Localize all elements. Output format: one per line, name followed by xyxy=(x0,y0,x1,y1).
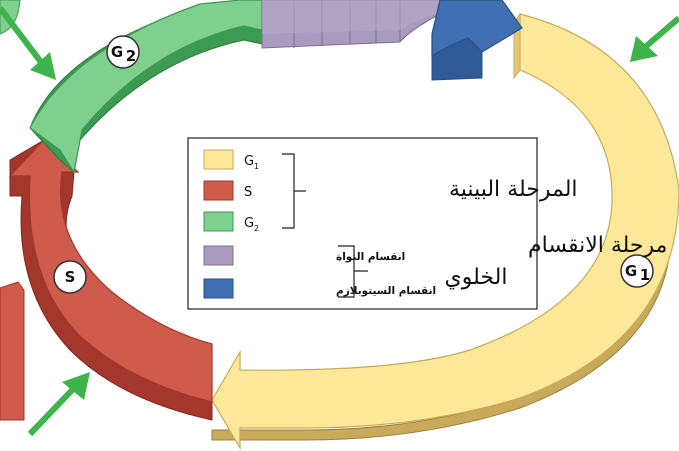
interphase-title: المرحلة البينية xyxy=(449,177,578,202)
svg-text:2: 2 xyxy=(126,47,136,65)
cell-division-title-line2: الخلوي xyxy=(445,265,508,290)
svg-text:G: G xyxy=(625,262,637,280)
cell-division-title-line1: مرحلة الانقسام xyxy=(528,233,667,258)
badge-s: S xyxy=(53,260,87,294)
legend: G 1 S G 2 المرحلة البينية انقسام النواة … xyxy=(187,137,667,310)
svg-text:1: 1 xyxy=(254,162,259,171)
g2-segment xyxy=(29,0,263,174)
legend-swatch-mitosis xyxy=(203,245,234,266)
arrow-bottom-left xyxy=(27,372,90,437)
legend-swatch-g1 xyxy=(203,149,234,170)
svg-text:G: G xyxy=(244,154,254,169)
mitosis-segment xyxy=(261,0,441,49)
legend-swatch-s xyxy=(203,180,234,201)
badge-g2: G 2 xyxy=(106,35,140,69)
arrow-top-right xyxy=(630,15,679,62)
svg-text:1: 1 xyxy=(640,266,650,284)
svg-text:انقسام السيتوبلازم: انقسام السيتوبلازم xyxy=(336,285,436,297)
svg-text:انقسام النواة: انقسام النواة xyxy=(336,251,405,263)
svg-text:2: 2 xyxy=(254,224,259,233)
cytokinesis-segment xyxy=(431,0,523,81)
s-offpage-block xyxy=(0,281,25,421)
cell-division-bracket xyxy=(338,245,368,298)
svg-text:S: S xyxy=(65,268,76,286)
arrow-top-left xyxy=(0,6,56,80)
interphase-bracket xyxy=(282,153,306,229)
svg-text:G: G xyxy=(244,216,254,231)
s-segment xyxy=(8,139,213,421)
legend-swatch-g2 xyxy=(203,211,234,232)
svg-text:G: G xyxy=(111,43,123,61)
badge-g1: G 1 xyxy=(620,254,654,288)
svg-text:S: S xyxy=(244,185,252,200)
legend-swatch-cytokinesis xyxy=(203,278,234,299)
